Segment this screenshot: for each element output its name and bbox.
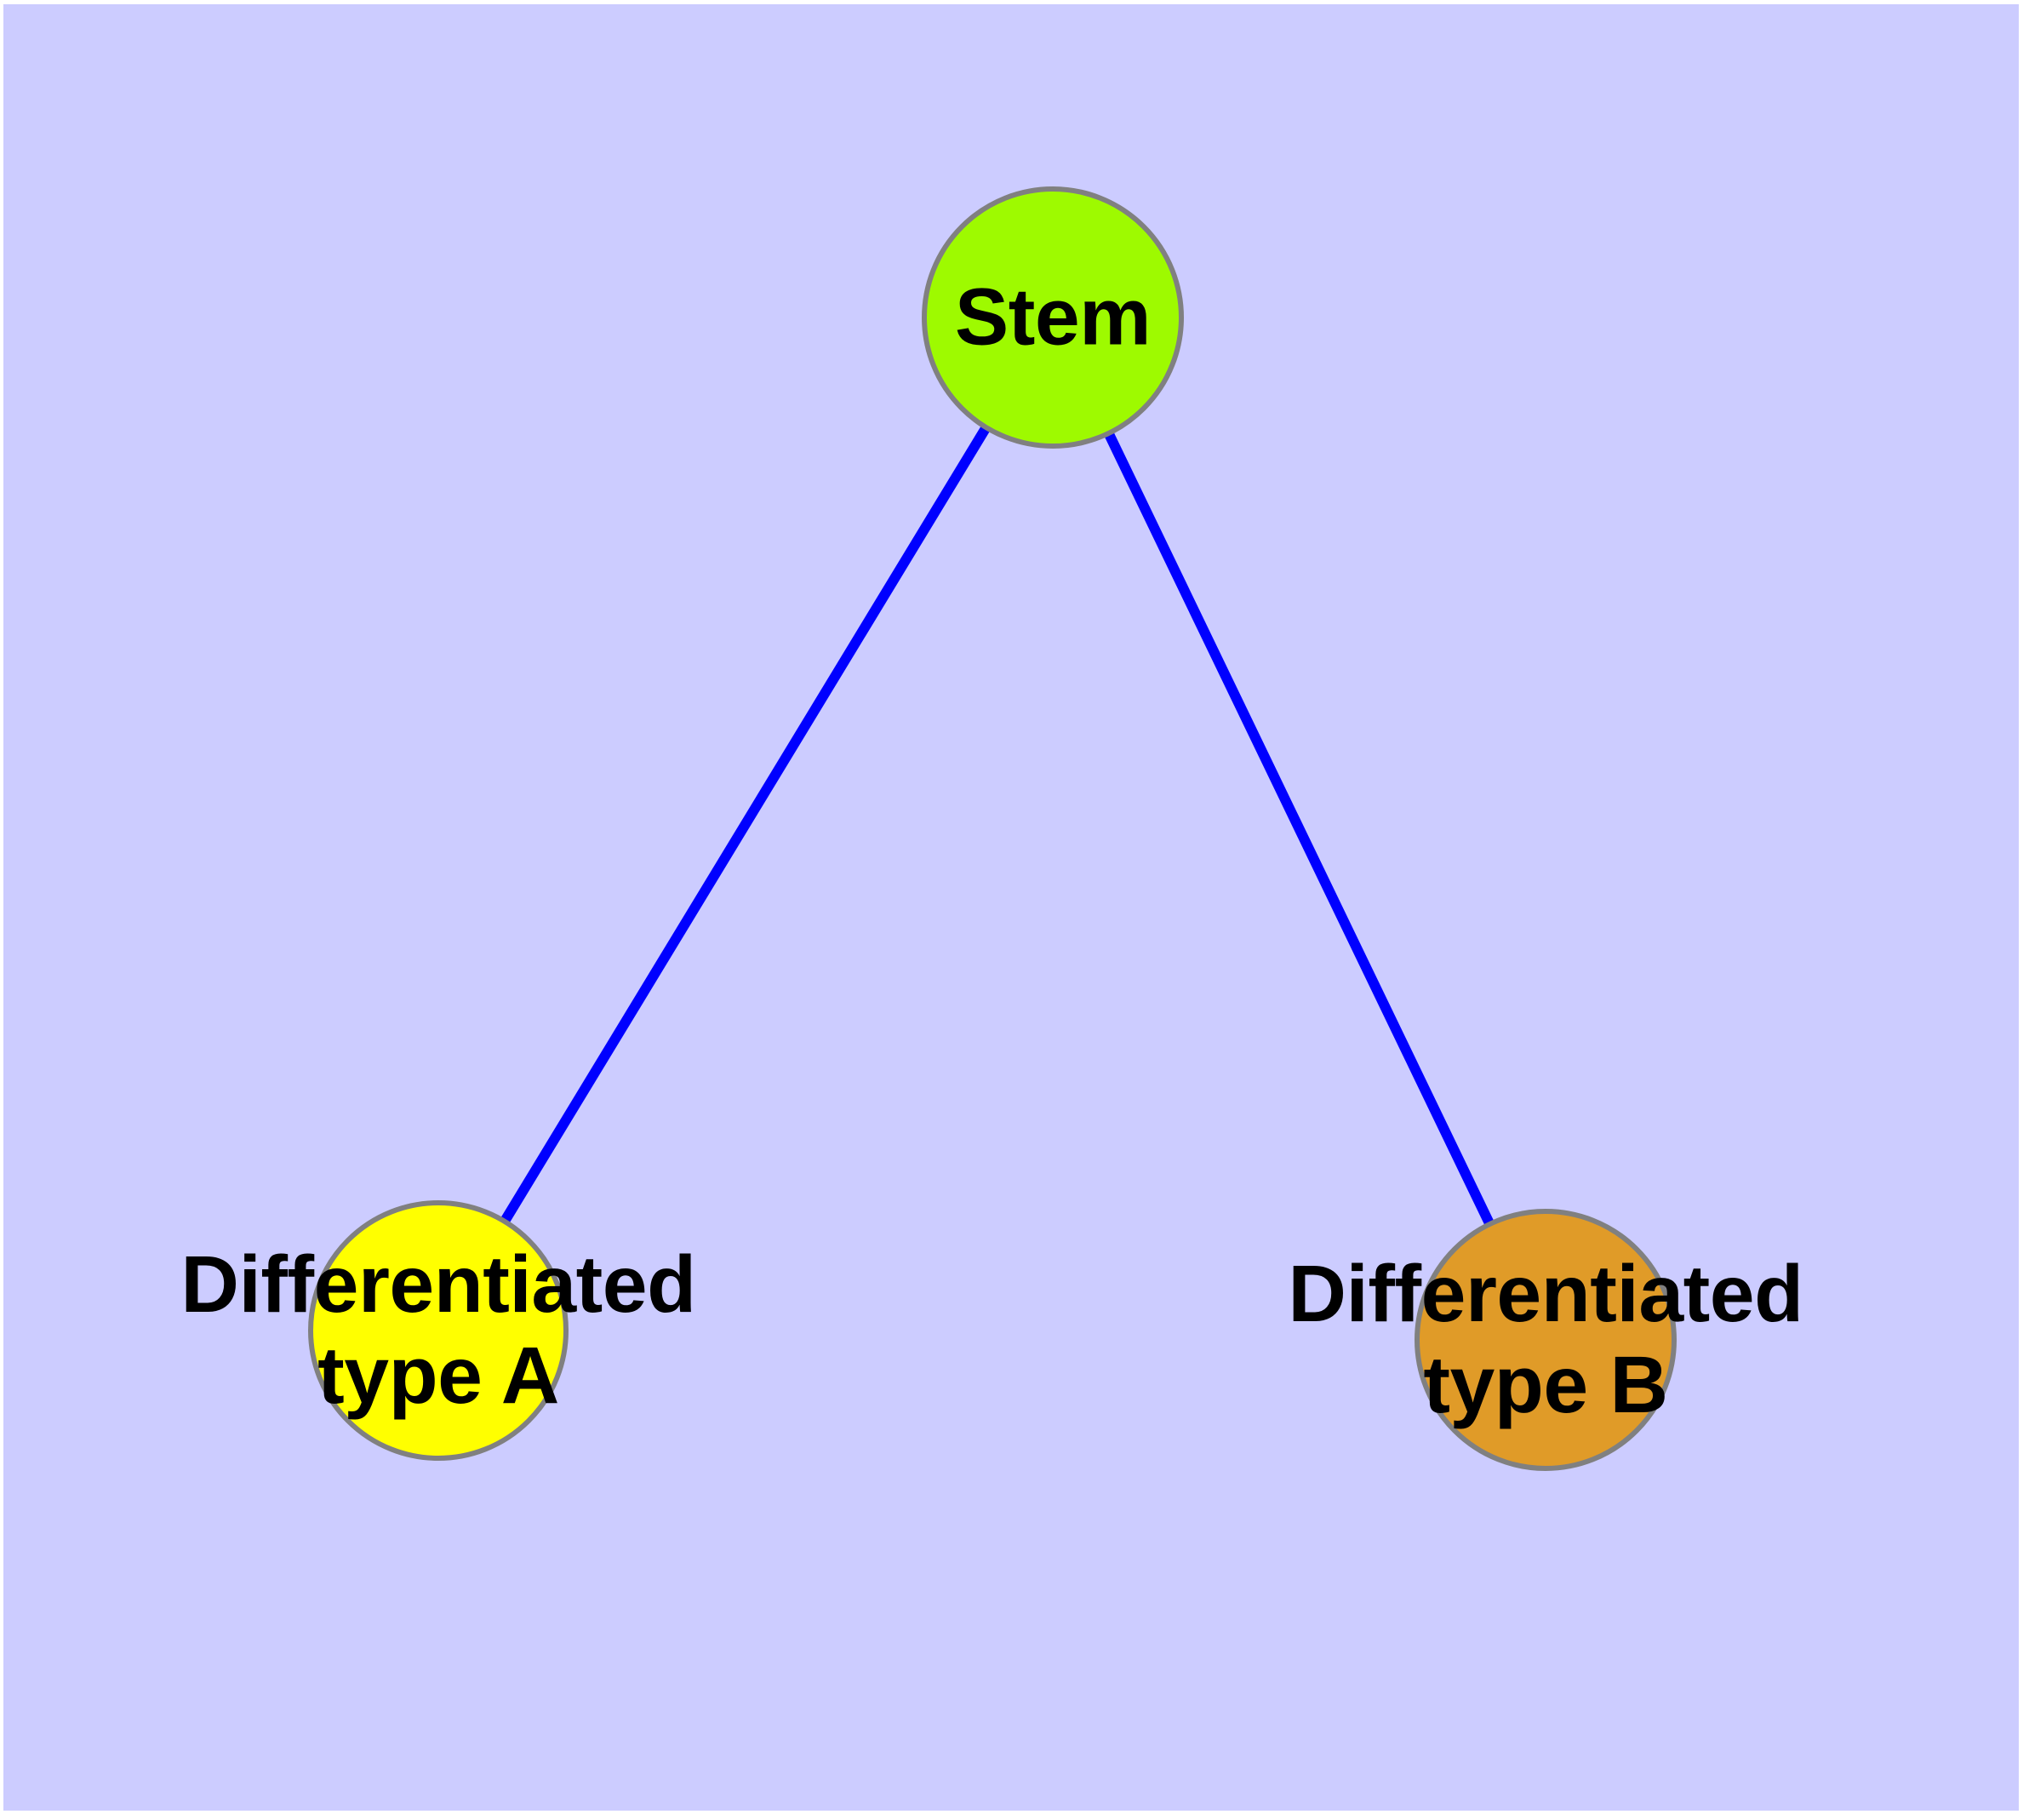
graph-edge-stem-diff_b: [1104, 432, 1495, 1226]
graph-node-stem[interactable]: [922, 186, 1184, 449]
graph-node-diff_b[interactable]: [1415, 1209, 1677, 1471]
nodes-layer: [308, 186, 1677, 1471]
edges-layer: [500, 425, 1495, 1226]
graph-node-diff_a[interactable]: [308, 1200, 569, 1461]
graph-edge-stem-diff_a: [500, 425, 991, 1224]
